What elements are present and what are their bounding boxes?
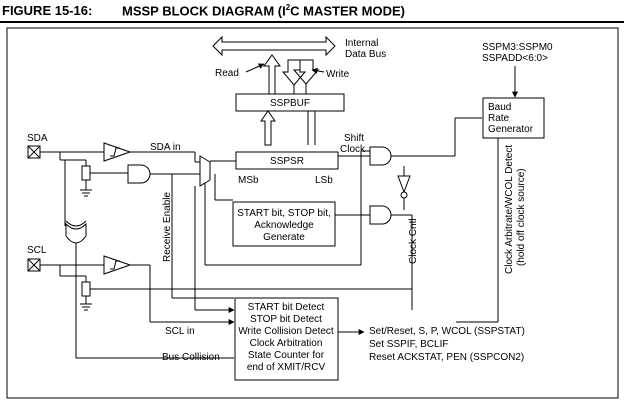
clock-cntl-and-gate [369,205,392,225]
start-stop-ack-block: START bit, STOP bit, Acknowledge Generat… [232,201,336,247]
output-line2: Set SSPIF, BCLIF [369,339,448,350]
figure-header: FIGURE 15-16: MSSP BLOCK DIAGRAM (I2C MA… [0,0,624,22]
sda-and-gate [127,164,151,184]
figure-title-sup: 2 [285,3,291,12]
output-line3: Reset ACKSTAT, PEN (SSPCON2) [369,352,524,363]
shift-label-line2: Clock [340,144,366,155]
sda-pin: SDA SDA in [27,133,200,226]
clock-arb-label-line1: Clock Arbitrate/WCOL Detect [504,145,515,274]
buf-sr-transfer [260,110,316,146]
scl-in-label: SCL in [165,326,195,337]
lsb-label: LSb [315,175,333,186]
sspm-label: SSPM3:SSPM0 [482,42,553,53]
sdata-mux [199,155,236,187]
bus-collision-label: Bus Collision [162,352,220,363]
scl-pin: SCL SCL in [27,245,412,337]
shift-label-line1: Shift [344,133,364,144]
detect-line-5: end of XMIT/RCV [247,362,326,373]
shift-and-gate [369,146,392,166]
clock-arbitrate-path: Clock Arbitrate/WCOL Detect (hold off cl… [456,138,527,323]
msb-label: MSb [238,175,259,186]
header-rule [0,21,624,23]
write-label: Write [326,69,350,80]
clock-arb-label-line2: (hold off clock source) [516,168,527,266]
clock-cntl-label: Clock Cntl [408,218,419,264]
sda-schmitt-buffer [103,142,132,162]
figure-number: FIGURE 15-16: [2,3,93,18]
clock-inverter [397,175,411,194]
figure-title-pre: MSSP BLOCK DIAGRAM (I [122,3,286,19]
detect-line-0: START bit Detect [248,302,325,313]
detect-line-3: Clock Arbitration [250,338,323,349]
detect-line-2: Write Collision Detect [238,326,334,337]
start-block-line2: Acknowledge [254,220,314,231]
baud-line2: Rate [488,113,510,124]
sspbuf-label: SSPBUF [270,98,310,109]
figure-title-post: C MASTER MODE) [290,3,406,19]
read-label: Read [215,68,239,79]
internal-data-bus: Internal Data Bus [212,35,386,60]
receive-enable-label: Receive Enable [162,192,173,262]
scl-output-fet [81,281,91,297]
sspsr-register: SSPSR MSb LSb [235,151,339,186]
start-block-line1: START bit, STOP bit, [237,208,331,219]
interconnect: Receive Enable Bus Collision [75,174,361,363]
baud-rate-generator: Baud Rate Generator SSPM3:SSPM0 SSPADD<6… [482,42,553,139]
read-write-arrows: Read Write [215,54,350,95]
sspsr-label: SSPSR [270,156,304,167]
baud-line1: Baud [488,102,511,113]
sda-in-label: SDA in [150,142,181,153]
figure-title: MSSP BLOCK DIAGRAM (I2C MASTER MODE) [122,3,405,18]
detect-line-1: STOP bit Detect [250,314,322,325]
output-line1: Set/Reset, S, P, WCOL (SSPSTAT) [369,326,525,337]
scl-pin-label: SCL [27,245,47,256]
detect-line-4: State Counter for [248,350,325,361]
sspbuf-register: SSPBUF [235,93,345,112]
detect-block: START bit Detect STOP bit Detect Write C… [234,297,525,381]
shift-clock-logic: Shift Clock Clock Cntl [335,117,482,310]
xor-gate [65,220,87,248]
sspadd-label: SSPADD<6:0> [482,53,548,64]
start-block-line3: Generate [263,232,305,243]
bus-label-line1: Internal [345,38,378,49]
sda-pin-label: SDA [27,133,48,144]
sda-output-fet [81,165,91,181]
diagram-frame [6,27,619,399]
bus-label-line2: Data Bus [345,49,386,60]
scl-schmitt-buffer [103,255,132,275]
baud-line3: Generator [488,124,534,135]
